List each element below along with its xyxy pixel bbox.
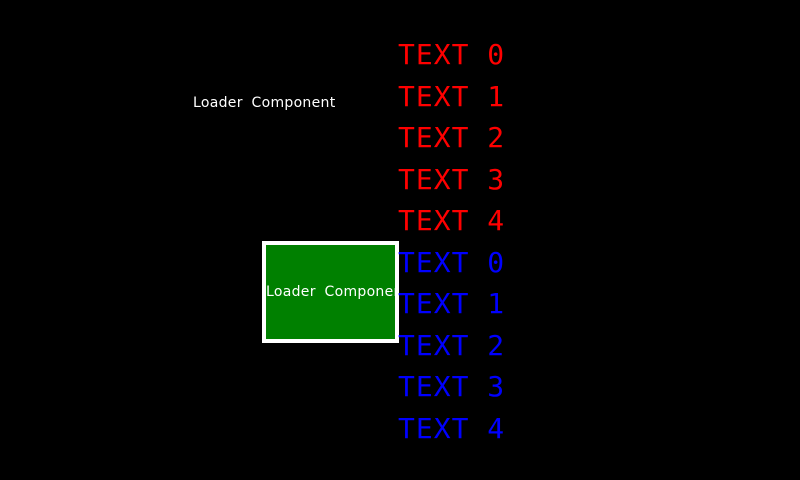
list-item[interactable]: TEXT 4 <box>398 204 506 237</box>
list-item[interactable]: TEXT 3 <box>398 162 506 196</box>
list-item[interactable]: TEXT 2 <box>398 121 506 154</box>
loader-component-box-label: Loader Component <box>266 284 399 300</box>
list-item[interactable]: TEXT 3 <box>398 370 506 403</box>
list-item[interactable]: TEXT 0 <box>398 38 506 71</box>
loader-component-box: Loader Component <box>262 241 399 343</box>
list-item[interactable]: TEXT 2 <box>398 328 506 362</box>
list-item[interactable]: TEXT 0 <box>398 245 506 279</box>
list-item[interactable]: TEXT 1 <box>398 287 506 320</box>
list-item[interactable]: TEXT 4 <box>398 411 506 445</box>
text-list: TEXT 0 TEXT 1 TEXT 2 TEXT 3 TEXT 4 TEXT 0 TEXT… <box>398 34 505 449</box>
list-item[interactable]: TEXT 1 <box>398 79 506 113</box>
loader-component-label: Loader Component <box>193 95 336 111</box>
